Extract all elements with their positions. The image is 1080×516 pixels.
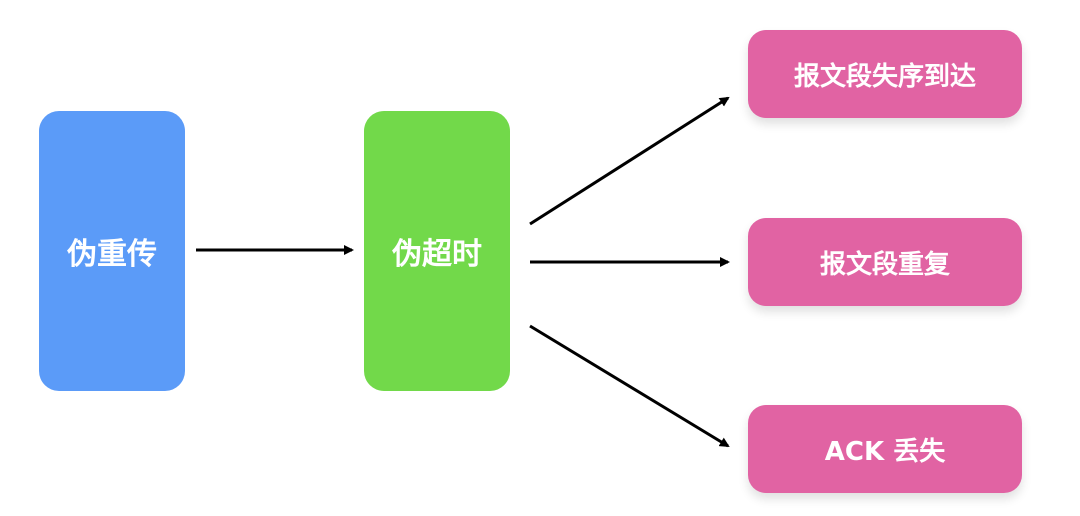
node-out-of-order-arrival: 报文段失序到达 bbox=[748, 30, 1022, 118]
node-duplicate-segment: 报文段重复 bbox=[748, 218, 1022, 306]
node-spurious-timeout: 伪超时 bbox=[364, 111, 510, 391]
node-spurious-retransmission: 伪重传 bbox=[39, 111, 185, 391]
arrow-timeout-to-ack-lost bbox=[529, 324, 730, 448]
arrow-timeout-to-out-of-order bbox=[529, 96, 730, 226]
node-ack-lost: ACK 丢失 bbox=[748, 405, 1022, 493]
